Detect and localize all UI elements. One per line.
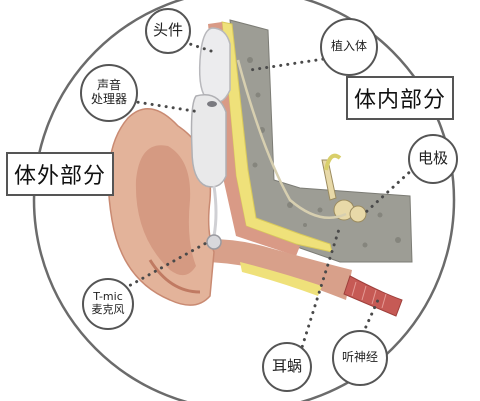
nerve-bundle [343,275,403,317]
label-cochlea-text: 耳蜗 [271,357,302,376]
head-piece [198,27,231,104]
label-auditory-nerve-text: 听神经 [341,350,378,365]
canal-fat [240,262,322,296]
processor-body [190,94,227,188]
label-external-parts: 体外部分 [6,152,114,196]
label-internal-parts-text: 体内部分 [353,88,446,113]
label-processor-text: 声音 处理器 [90,78,127,106]
label-headset: 头件 [145,8,191,54]
label-implant: 植入体 [320,18,378,76]
tmic-cable [212,185,218,237]
label-electrode-text: 电极 [417,149,448,168]
scalp-tissue [208,22,300,256]
middle-ear [321,159,367,223]
label-auditory-nerve: 听神经 [332,330,388,386]
ear-lobe-shadow [148,259,201,294]
label-cochlea: 耳蜗 [262,342,312,392]
auricle-inner [135,145,196,276]
leader-tmic [116,240,210,294]
tmic-capsule [206,234,222,250]
leader-processor [122,98,202,114]
label-implant-text: 植入体 [330,39,367,54]
label-electrode: 电极 [408,134,458,184]
label-external-parts-text: 体外部分 [13,164,106,189]
label-tmic: T-mic 麦克风 [82,278,134,330]
leader-cochlea [296,224,342,362]
label-tmic-text: T-mic 麦克风 [91,290,125,316]
label-internal-parts: 体内部分 [346,76,454,120]
leader-implant [248,54,346,72]
label-processor: 声音 处理器 [80,64,138,122]
fat-layer [221,21,333,253]
outer-ring [32,0,456,401]
label-headset-text: 头件 [152,21,183,40]
electrode-lead [236,59,347,220]
semicircular-canal [324,153,342,171]
